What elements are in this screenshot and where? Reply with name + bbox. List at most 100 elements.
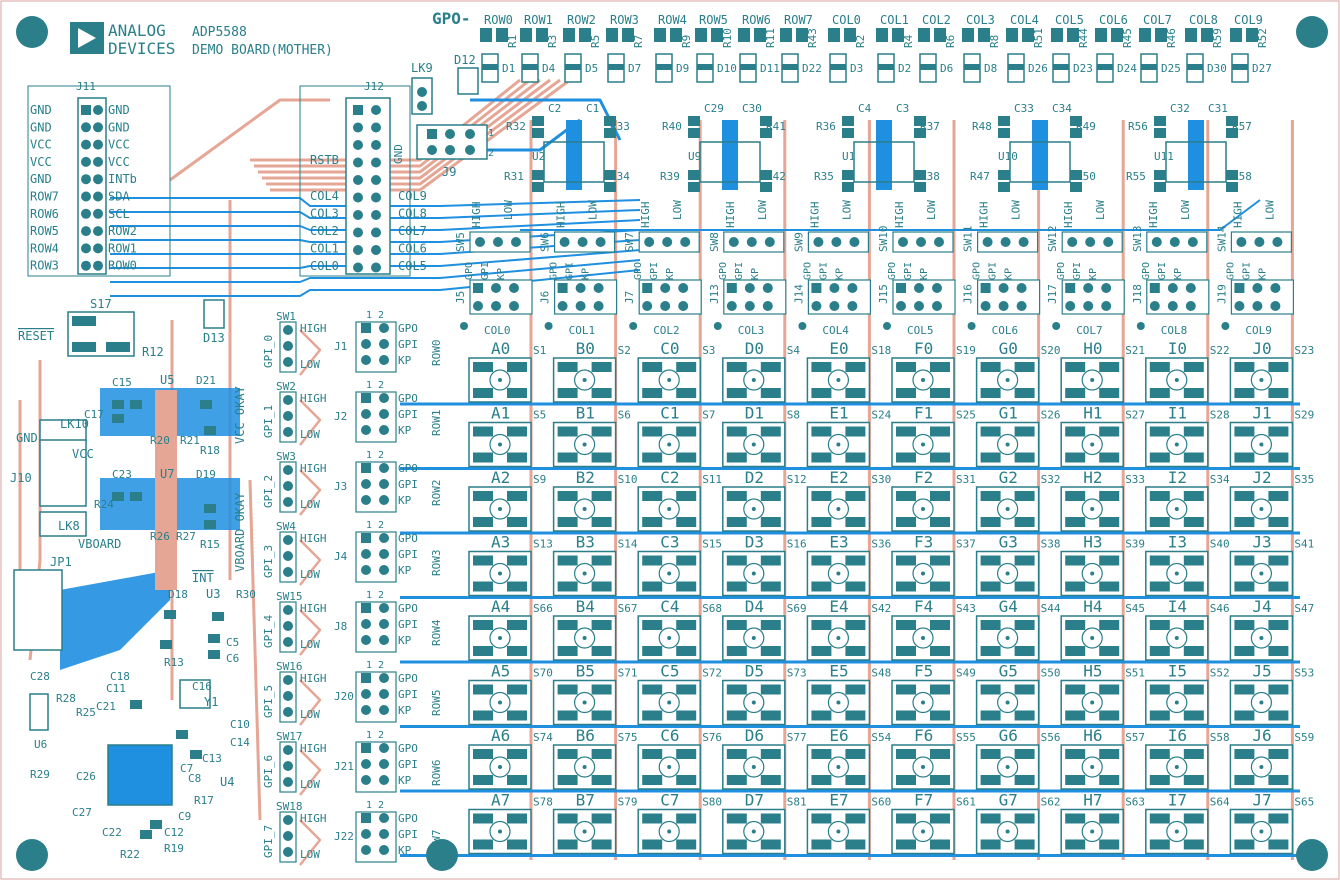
- high-label: HIGH: [300, 322, 327, 335]
- j12-pin: [371, 140, 381, 150]
- smd-pad: [164, 610, 176, 619]
- key-label: H3: [1083, 533, 1102, 552]
- smd-pad: [532, 182, 544, 192]
- j12-pin: [371, 192, 381, 203]
- diode-label: D2: [898, 62, 911, 75]
- smd-pad: [204, 504, 216, 513]
- switch-designator: S56: [1041, 731, 1061, 744]
- part-label: C27: [72, 806, 92, 819]
- part-label: R15: [200, 538, 220, 551]
- switch-pad: [845, 620, 866, 630]
- resistor-label: R47: [970, 170, 990, 183]
- switch-designator: S68: [702, 602, 722, 615]
- switch-pad: [726, 581, 747, 592]
- gpi-label: GPI_1: [262, 405, 275, 438]
- resistor-label: R32: [506, 120, 526, 133]
- switch-pad: [1085, 237, 1096, 247]
- switch-pad: [1065, 491, 1086, 501]
- smd-pad: [760, 170, 772, 180]
- mode-label: GPO: [398, 392, 418, 405]
- key-label: A1: [491, 404, 510, 423]
- switch-designator: S67: [618, 602, 638, 615]
- j9-pin: [465, 145, 475, 155]
- jumper-label: J16: [962, 284, 975, 304]
- low-label: LOW: [1179, 200, 1192, 220]
- mode-label: KP: [750, 268, 761, 280]
- jumper-pad: [361, 339, 371, 349]
- jumper-pad: [491, 301, 501, 311]
- smd-pad: [190, 750, 202, 759]
- smd-pad: [112, 414, 124, 423]
- part-label: C18: [110, 670, 130, 683]
- switch-designator: S32: [1041, 473, 1061, 486]
- switch-designator: S79: [618, 796, 638, 809]
- switch-pad: [760, 620, 781, 630]
- high-label: HIGH: [555, 202, 568, 229]
- switch-pad: [746, 237, 757, 247]
- smd-pad: [130, 492, 142, 501]
- low-label: LOW: [840, 200, 853, 220]
- switch-pad: [930, 620, 950, 630]
- smd-pad: [150, 820, 162, 829]
- switch-pad: [662, 237, 673, 247]
- switch-pad: [591, 491, 612, 501]
- switch-pad: [1014, 388, 1035, 398]
- switch-pad: [507, 491, 527, 501]
- switch-pad: [982, 237, 993, 247]
- switch-pad: [811, 388, 832, 398]
- j12-pin: [353, 175, 363, 185]
- switch-pad: [557, 555, 578, 566]
- cap-label: C33: [1014, 102, 1034, 115]
- switch-pad: [980, 517, 1001, 527]
- jumper-label: J22: [334, 830, 354, 843]
- low-label: LOW: [671, 200, 684, 220]
- jumper-pad: [361, 409, 371, 419]
- switch-pad: [1065, 684, 1086, 695]
- resistor-pad: [978, 28, 990, 42]
- switch-pad: [557, 839, 578, 850]
- switch-pad: [283, 357, 293, 367]
- switch-label: SW12: [1046, 226, 1059, 253]
- diode-band: [782, 64, 798, 70]
- switch-pad: [557, 491, 578, 501]
- part-label: C10: [230, 718, 250, 731]
- high-label: HIGH: [300, 602, 327, 615]
- cap-label: C4: [858, 102, 872, 115]
- key-label: E1: [829, 404, 848, 423]
- switch-dome: [912, 369, 934, 391]
- j12-left-label: COL1: [310, 242, 339, 256]
- switch-pad: [559, 237, 570, 247]
- switch-designator: S50: [1041, 667, 1061, 680]
- diode-band: [878, 64, 894, 70]
- key-label: A2: [491, 468, 510, 487]
- switch-designator: S48: [871, 667, 891, 680]
- key-label: F3: [914, 533, 933, 552]
- resistor-pad: [622, 28, 634, 42]
- switch-pad: [676, 839, 697, 850]
- diode-band: [964, 64, 980, 70]
- chip-label: U1: [842, 150, 855, 163]
- part-label: U6: [34, 738, 47, 751]
- switch-pad: [676, 517, 697, 527]
- switch-dome: [996, 433, 1019, 456]
- j12-frame: [299, 85, 411, 277]
- switch-pad: [1268, 813, 1289, 824]
- switch-pad: [1183, 426, 1204, 437]
- mode-label: GPO: [633, 262, 644, 280]
- switch-pad: [473, 684, 493, 695]
- switch-pad: [896, 555, 916, 566]
- switch-pad: [283, 535, 293, 545]
- jumper-pad: [1149, 283, 1160, 293]
- j11-pin: [93, 260, 103, 271]
- j11-pin: [93, 174, 103, 185]
- switch-designator: S20: [1041, 344, 1061, 357]
- smd-pad: [532, 170, 544, 180]
- switch-pad: [1065, 517, 1086, 527]
- diode-label: D3: [850, 62, 863, 75]
